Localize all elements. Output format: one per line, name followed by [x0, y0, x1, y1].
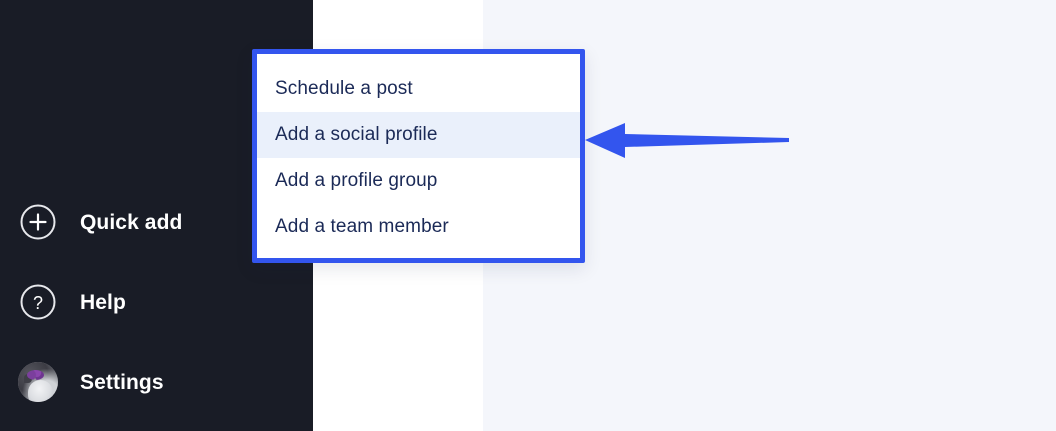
- menu-item-schedule-a-post[interactable]: Schedule a post: [257, 66, 580, 112]
- menu-item-label: Add a team member: [275, 216, 449, 237]
- quick-add-menu: Schedule a post Add a social profile Add…: [252, 49, 585, 263]
- sidebar-item-label: Quick add: [80, 210, 183, 234]
- plus-circle-icon: [18, 202, 58, 242]
- menu-item-add-a-profile-group[interactable]: Add a profile group: [257, 158, 580, 204]
- question-circle-icon: ?: [18, 282, 58, 322]
- menu-item-add-a-team-member[interactable]: Add a team member: [257, 204, 580, 250]
- menu-item-add-a-social-profile[interactable]: Add a social profile: [257, 112, 580, 158]
- sidebar-item-quick-add[interactable]: Quick add: [18, 200, 182, 244]
- sidebar-item-label: Settings: [80, 370, 164, 394]
- menu-item-label: Add a social profile: [275, 124, 438, 145]
- sidebar-item-label: Help: [80, 290, 126, 314]
- menu-item-label: Schedule a post: [275, 78, 413, 99]
- sidebar-item-help[interactable]: ? Help: [18, 280, 126, 324]
- menu-item-label: Add a profile group: [275, 170, 438, 191]
- avatar: [18, 362, 58, 402]
- svg-text:?: ?: [33, 293, 43, 313]
- sidebar-item-settings[interactable]: Settings: [18, 360, 164, 404]
